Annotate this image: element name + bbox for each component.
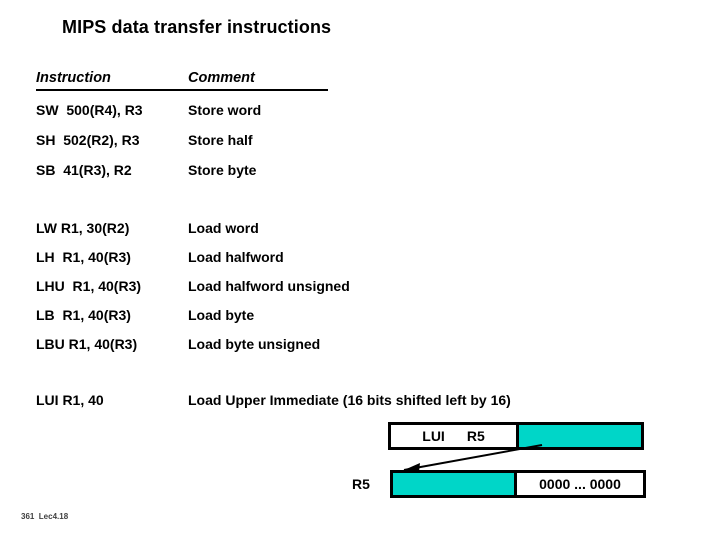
instruction-cell: LUI R1, 40: [36, 392, 104, 408]
register-label: R5: [466, 428, 485, 444]
comment-cell: Load halfword unsigned: [188, 278, 350, 294]
instruction-cell: LW R1, 30(R2): [36, 220, 130, 236]
instruction-cell: LBU R1, 40(R3): [36, 336, 138, 352]
instruction-cell: LB R1, 40(R3): [36, 307, 131, 323]
comment-cell: Store byte: [188, 162, 257, 178]
shift-arrow-icon: [403, 444, 543, 472]
comment-cell: Load word: [188, 220, 259, 236]
column-header-instruction: Instruction: [36, 70, 111, 86]
comment-cell: Store half: [188, 132, 253, 148]
comment-cell: Load byte unsigned: [188, 336, 321, 352]
instruction-cell: SH 502(R2), R3: [36, 132, 140, 148]
slide-footer: 361 Lec4.18: [21, 512, 69, 521]
register-upper-half-field: [393, 473, 517, 495]
opcode-label: LUI: [422, 428, 445, 444]
instruction-opcode-field: LUI R5: [391, 425, 519, 447]
column-header-comment: Comment: [188, 70, 255, 86]
table-header: Instruction Comment: [36, 70, 328, 91]
instruction-cell: SB 41(R3), R2: [36, 162, 132, 178]
comment-cell: Store word: [188, 102, 262, 118]
page-title: MIPS data transfer instructions: [62, 17, 332, 37]
register-lower-half-field: 0000 ... 0000: [517, 473, 643, 495]
comment-cell: Load Upper Immediate (16 bits shifted le…: [188, 392, 511, 408]
instruction-cell: LHU R1, 40(R3): [36, 278, 142, 294]
instruction-word-box: LUI R5: [388, 422, 644, 450]
register-word-box: 0000 ... 0000: [390, 470, 646, 498]
register-name-label: R5: [352, 476, 370, 492]
instruction-cell: SW 500(R4), R3: [36, 102, 143, 118]
instruction-cell: LH R1, 40(R3): [36, 249, 131, 265]
comment-cell: Load halfword: [188, 249, 284, 265]
comment-cell: Load byte: [188, 307, 255, 323]
instruction-immediate-field: [519, 425, 641, 447]
